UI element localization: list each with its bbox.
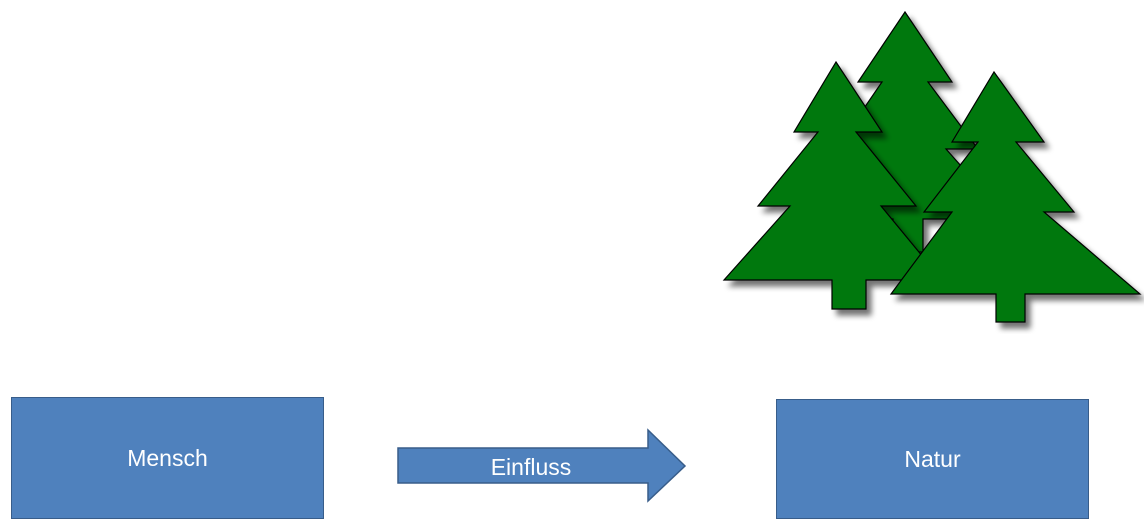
- fir-tree-icon: [889, 70, 1142, 323]
- influence-arrow-label: Einfluss: [490, 454, 572, 480]
- node-natur-label: Natur: [904, 445, 961, 472]
- node-natur: Natur: [776, 399, 1089, 519]
- right-arrow-icon: [397, 428, 687, 503]
- forest-trees-icon: [722, 10, 1142, 323]
- fir-tree-icon: [722, 60, 944, 310]
- node-mensch: Mensch: [11, 397, 324, 519]
- node-mensch-label: Mensch: [127, 444, 208, 471]
- influence-arrow: Einfluss: [396, 428, 688, 504]
